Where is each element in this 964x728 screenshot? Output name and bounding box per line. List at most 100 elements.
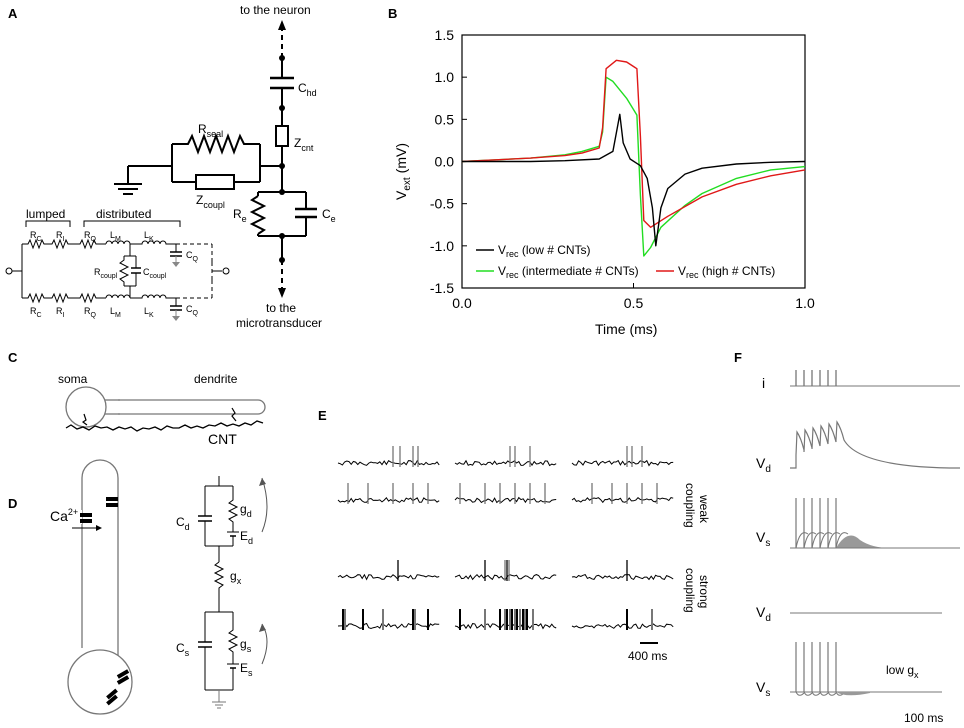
panel-e: E weak coupling strong coupling 400 ms [318,408,711,663]
ground-icon [172,262,180,267]
trace-noise [337,622,440,630]
rc-bottom-label: RC [30,306,42,319]
to-neuron-label: to the neuron [240,3,311,17]
transmission-top-inductors [105,240,176,245]
series-line-2 [461,59,806,229]
gd-label: gd [240,502,252,519]
rq-bottom-label: RQ [84,306,97,319]
vd-label-1: Vd [756,455,771,475]
series-line-0 [462,113,806,247]
es-label: Es [240,661,253,678]
rq-top-label: RQ [84,230,97,243]
y-tick-label: -1.0 [430,238,454,254]
arrow-up-icon [278,20,286,30]
cnt-label: CNT [208,431,237,447]
plot-lines [461,59,806,257]
gs-label: gs [240,637,252,654]
epsp [827,532,841,549]
channel-icon [106,497,118,501]
cnt-contact [231,407,237,422]
lk-bottom-label: LK [144,306,154,319]
channel-icon [106,688,118,700]
panel-label-a: A [8,6,18,21]
channel-icon [106,503,118,507]
cd-label: Cd [176,515,190,532]
ahp [827,691,837,696]
x-tick-label: 1.0 [795,295,815,311]
channel-icon [116,675,130,685]
ri-top-label: RI [56,230,65,243]
resistor-re [249,195,267,235]
panel-c: C soma dendrite CNT [8,350,266,447]
arrow-head-icon [96,525,102,531]
resistor-rseal [172,133,260,155]
cq-bottom-label: CQ [186,304,199,317]
microtransducer-label: microtransducer [236,316,322,330]
epsp [819,532,833,549]
distributed-bracket [83,220,181,227]
trace-vd-1 [790,420,961,469]
transmission-bottom-inductors [105,294,176,299]
current-arrow-icon [261,477,268,533]
trace-noise [571,459,674,467]
y-tick-label: 1.0 [435,69,455,85]
series-line-1 [461,76,806,257]
strong-label-line2: coupling [683,568,697,613]
y-tick-label: 0.5 [435,111,455,127]
to-the-label: to the [266,301,296,315]
cs-label: Cs [176,641,190,658]
zcnt-box [275,125,289,147]
y-tick-label: -0.5 [430,196,454,212]
lk-top-label: LK [144,230,154,243]
panel-label-f: F [734,350,742,365]
arrow-down-icon [278,288,286,298]
zcoupl-label: Zcoupl [196,193,225,210]
ahp [803,691,813,696]
port-left-icon [5,267,13,275]
i-label: i [762,375,765,391]
soma-shape [65,386,107,428]
calcium-label: Ca2+ [50,507,78,524]
lm-top-label: LM [110,230,121,243]
y-axis-ticks: 1.51.00.50.0-0.5-1.0-1.5 [430,27,467,296]
trace-noise [337,459,440,466]
ground-icon [172,316,180,321]
lumped-bracket [25,220,71,227]
hyperpolarization-area [836,692,870,696]
panel-f: F i Vd Vs Vd Vs low gx 100 ms [734,350,961,725]
channel-icon [116,669,130,679]
trace-noise [571,623,674,629]
depolarization-area [836,535,890,548]
weak-label-line1: weak [697,494,711,524]
epsp [795,532,809,549]
transmission-top-resistors [22,238,106,250]
dendrite-label: dendrite [194,372,238,386]
soma-label: soma [58,372,88,386]
zcnt-label: Zcnt [294,136,314,153]
rc-top-label: RC [30,230,42,243]
vd-label-2: Vd [756,604,771,624]
lm-bottom-label: LM [110,306,121,319]
epsp [811,532,825,549]
cq-top-label: CQ [186,250,199,263]
chd-label: Chd [298,81,317,98]
x-tick-label: 0.0 [452,295,472,311]
trace-noise [454,459,557,467]
gx-label: gx [230,569,242,586]
channel-icon [106,694,118,706]
channel-icon [80,513,92,517]
legend-label-intermediate: Vrec (intermediate # CNTs) [498,264,639,280]
panel-label-b: B [388,6,397,21]
dendrite-shape [118,399,266,415]
ahp [811,691,821,696]
cnt-trace [65,420,264,432]
port-right-icon [222,267,230,275]
legend-label-low: Vrec (low # CNTs) [498,243,591,259]
arrow-head-icon [259,478,266,486]
trace-noise [337,497,440,503]
scale-label: 400 ms [628,649,667,663]
ccoupl-label: Ccoupl [143,267,167,280]
